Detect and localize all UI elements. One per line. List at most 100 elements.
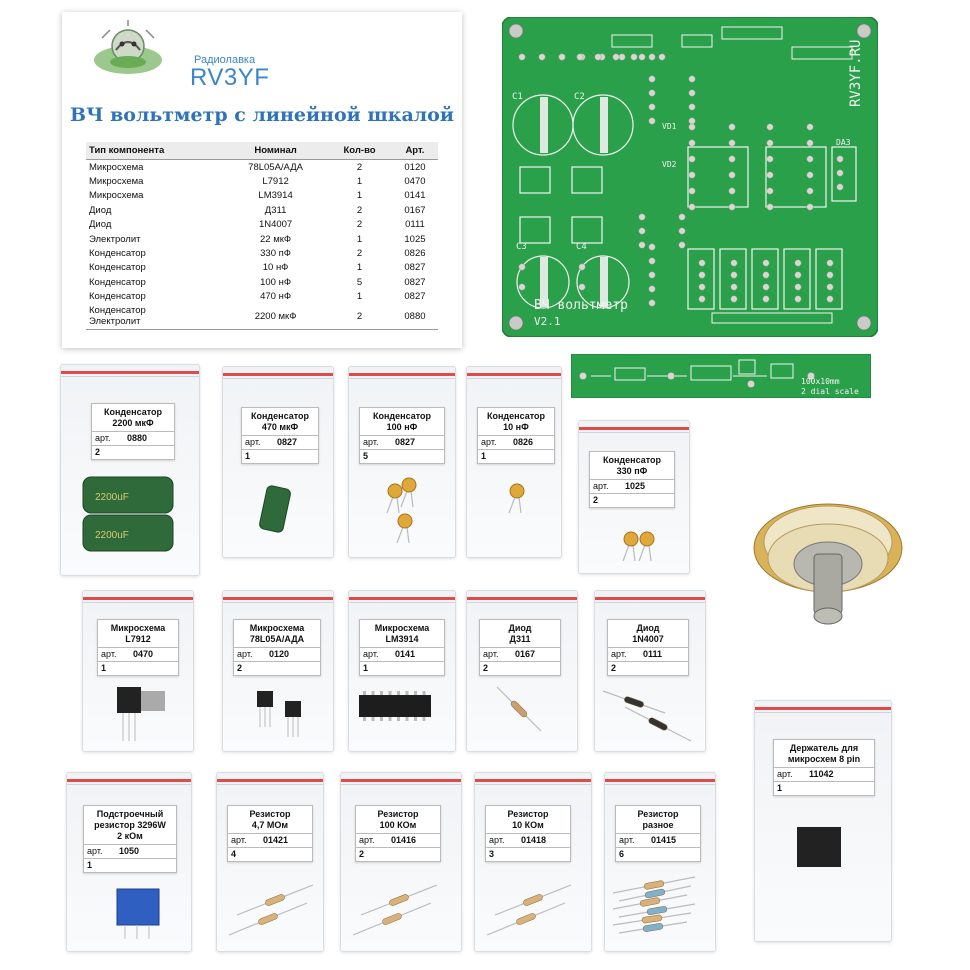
bag-label-qty-row: 2 (590, 493, 674, 507)
bag-zip-line (755, 712, 891, 713)
bag-qty: 2 (95, 447, 101, 457)
pcb-label-c2: C2 (574, 92, 585, 102)
bag-label-qty-row: 2 (234, 661, 320, 675)
bom-cell-qty: 2 (356, 161, 363, 173)
bag-zip-seal (595, 597, 705, 600)
bag-art-number: 01418 (521, 835, 547, 845)
bag-zip-seal (467, 373, 561, 376)
bag-label-art-row: арт.01416 (356, 833, 440, 847)
bom-header-row: Тип компонента Номинал Кол-во Арт. (86, 142, 438, 160)
bag-label-title: Конденсатор 2200 мкФ (104, 407, 162, 428)
bag-label-qty-row: 2 (608, 661, 688, 675)
bag-art-caption: арт. (95, 433, 111, 443)
bag-zip-seal (579, 427, 689, 430)
bag-zip-line (67, 784, 191, 785)
bag-art-caption: арт. (231, 835, 247, 845)
bag-zip-line (349, 378, 455, 379)
bag-label-qty-row: 1 (242, 449, 318, 463)
bom-cell-value: 78L05A/АДА (248, 161, 303, 173)
bag-qty: 2 (593, 495, 599, 505)
bom-cell-art: 0120 (404, 161, 426, 173)
bom-cell-qty: 1 (356, 262, 363, 274)
bag-label-title: Конденсатор 100 нФ (373, 411, 431, 432)
bom-cell-type: Диод (89, 219, 112, 231)
bag-art-caption: арт. (611, 649, 627, 659)
bag-label-art-row: арт.0120 (234, 647, 320, 661)
col-type: Тип компонента (86, 142, 224, 160)
bom-cell-value: 330 пФ (260, 247, 291, 259)
bag-label-qty-row: 2 (480, 661, 560, 675)
bag-zip-seal (83, 597, 193, 600)
bom-cell-qty: 1 (356, 190, 363, 202)
bag-art-caption: арт. (101, 649, 117, 659)
bom-cell-qty: 1 (356, 291, 363, 303)
bag-art-number: 0826 (513, 437, 534, 447)
bag-zip-line (349, 602, 455, 603)
bom-cell-value: L7912 (262, 176, 289, 188)
bag-zip-line (223, 378, 333, 379)
bag-zip-seal (217, 779, 323, 782)
bag-label-art-row: арт.1050 (84, 844, 176, 858)
bag-components (486, 884, 572, 936)
bom-cell-type: Конденсатор Электролит (86, 303, 224, 331)
bag-components (602, 690, 692, 742)
bag-components (359, 691, 431, 721)
bag-components (386, 477, 417, 544)
bom-cell-art: 0827 (404, 291, 426, 303)
bag-components (228, 884, 314, 936)
bag-art-number: 0470 (133, 649, 154, 659)
bag-components (797, 827, 841, 867)
bag-zip-seal (223, 373, 333, 376)
bag-label-qty-row: 1 (478, 449, 554, 463)
mounting-holes (508, 23, 872, 331)
capacitor-print: 2200uF (95, 492, 129, 503)
bag-qty: 5 (363, 451, 369, 461)
bag-label-art-row: арт.0167 (480, 647, 560, 661)
bag-qty: 2 (359, 849, 365, 859)
bom-cell-art: 0880 (391, 303, 438, 331)
bom-cell-qty: 5 (356, 276, 363, 288)
bag-label-qty-row: 2 (356, 847, 440, 861)
pcb-label-c3: C3 (516, 242, 527, 252)
bom-cell-art: 0167 (404, 204, 426, 216)
bag-zip-line (467, 602, 577, 603)
bag-label-qty-row: 1 (360, 661, 444, 675)
bag-zip-seal (341, 779, 461, 782)
bag-label-title: Микросхема L7912 (110, 623, 166, 644)
bag-label-title: Резистор 100 КОм (377, 809, 419, 830)
radiolavka-logo-icon (94, 20, 162, 74)
bag-label-title: Резистор 4,7 МОм (249, 809, 291, 830)
bag-art-caption: арт. (363, 649, 379, 659)
cap-fill (540, 97, 608, 307)
bom-cell-art: 0111 (405, 219, 425, 231)
bom-cell-value: 100 нФ (260, 276, 292, 288)
bom-cell-value: 1N4007 (258, 219, 293, 231)
bag-label-title: Микросхема 78L05A/АДА (249, 623, 305, 644)
pcb-label-c4: C4 (576, 242, 587, 252)
brand-name: RV3YF (190, 64, 270, 91)
bag-qty: 1 (777, 783, 783, 793)
rotary-switch-shaft (813, 553, 843, 615)
bom-cell-type: Микросхема (89, 190, 144, 202)
bag-art-caption: арт. (237, 649, 253, 659)
bag-zip-line (83, 602, 193, 603)
pcb-label-vd2: VD2 (662, 160, 677, 169)
col-art: Арт. (391, 142, 438, 160)
bag-label-qty-row: 1 (84, 858, 176, 872)
bag-label-art-row: арт.0880 (92, 431, 174, 445)
bag-label-title: Диод 1N4007 (632, 623, 664, 644)
